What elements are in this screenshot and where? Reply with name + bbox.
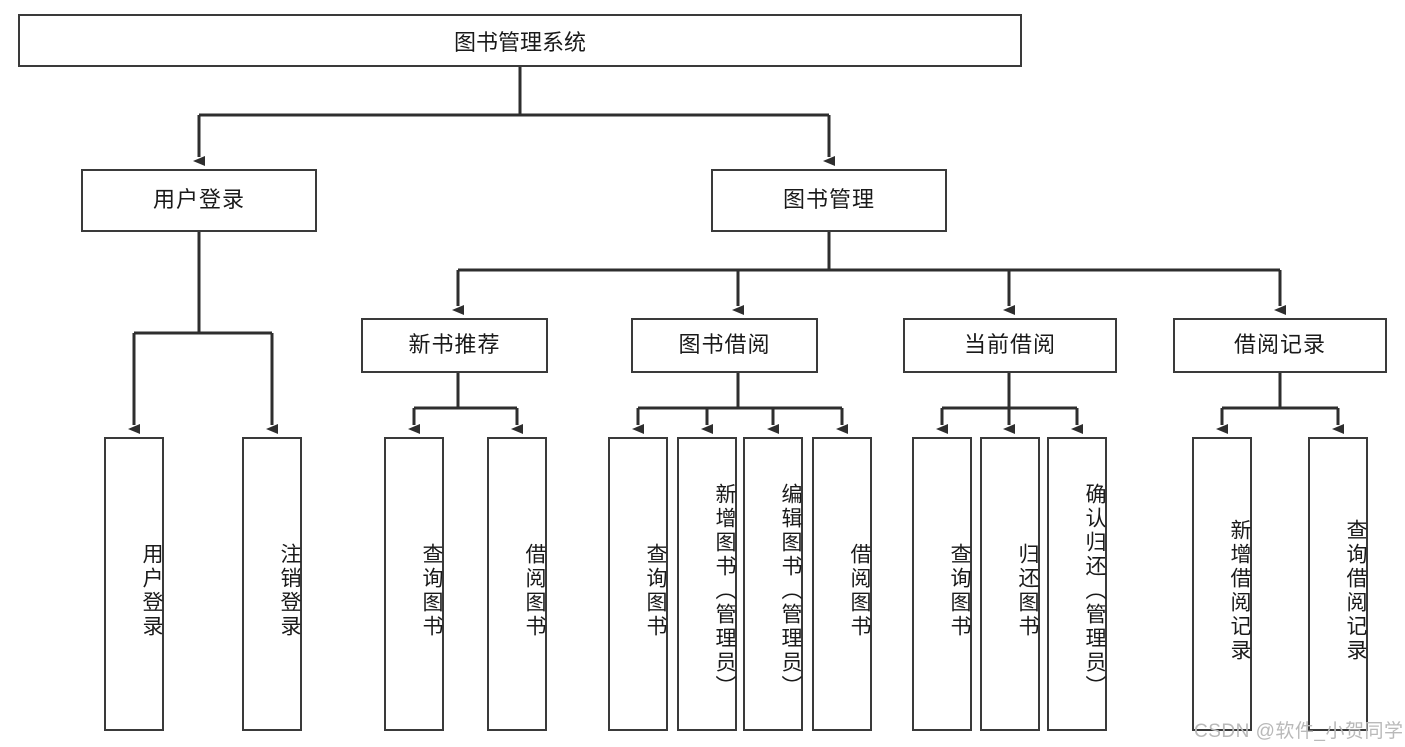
node-root-system[interactable]: 图书管理系统 (18, 14, 1022, 67)
node-label: 用户登录 (140, 543, 163, 639)
leaf-add-borrow-record[interactable]: 新增借阅记录 (1192, 437, 1252, 731)
node-new-book-recommend[interactable]: 新书推荐 (361, 318, 548, 373)
node-label: 图书借阅 (678, 332, 771, 358)
node-current-borrow[interactable]: 当前借阅 (903, 318, 1117, 373)
leaf-add-book-admin[interactable]: 新增图书（管理员） (677, 437, 737, 731)
leaf-borrow-book[interactable]: 借阅图书 (812, 437, 872, 731)
node-label: 借阅图书 (523, 543, 546, 639)
node-borrow-record[interactable]: 借阅记录 (1173, 318, 1387, 373)
leaf-query-borrow-record[interactable]: 查询借阅记录 (1308, 437, 1368, 731)
leaf-confirm-return-admin[interactable]: 确认归还（管理员） (1047, 437, 1107, 731)
node-label: 新增图书（管理员） (713, 483, 736, 699)
node-label: 借阅记录 (1233, 332, 1326, 358)
leaf-logout[interactable]: 注销登录 (242, 437, 302, 731)
leaf-return-book[interactable]: 归还图书 (980, 437, 1040, 731)
node-label: 用户登录 (152, 187, 245, 213)
node-label: 查询图书 (420, 543, 443, 639)
csdn-watermark: CSDN @软件_小贺同学 (1194, 721, 1404, 742)
leaf-edit-book-admin[interactable]: 编辑图书（管理员） (743, 437, 803, 731)
node-book-management[interactable]: 图书管理 (711, 169, 947, 232)
node-book-borrow[interactable]: 图书借阅 (631, 318, 818, 373)
leaf-query-book-current[interactable]: 查询图书 (912, 437, 972, 731)
node-label: 查询图书 (948, 543, 971, 639)
node-label: 图书管理系统 (453, 29, 586, 55)
node-label: 当前借阅 (963, 332, 1056, 358)
leaf-user-login[interactable]: 用户登录 (104, 437, 164, 731)
node-label: 新书推荐 (408, 332, 501, 358)
node-label: 确认归还（管理员） (1083, 483, 1106, 699)
node-label: 新增借阅记录 (1228, 519, 1251, 663)
node-label: 借阅图书 (848, 543, 871, 639)
node-label: 查询图书 (644, 543, 667, 639)
node-user-login[interactable]: 用户登录 (81, 169, 317, 232)
node-label: 查询借阅记录 (1344, 519, 1367, 663)
node-label: 编辑图书（管理员） (779, 483, 802, 699)
node-label: 归还图书 (1016, 543, 1039, 639)
node-label: 注销登录 (278, 543, 301, 639)
leaf-query-book-borrow[interactable]: 查询图书 (608, 437, 668, 731)
leaf-borrow-book-recommend[interactable]: 借阅图书 (487, 437, 547, 731)
leaf-query-book-recommend[interactable]: 查询图书 (384, 437, 444, 731)
node-label: 图书管理 (782, 187, 875, 213)
